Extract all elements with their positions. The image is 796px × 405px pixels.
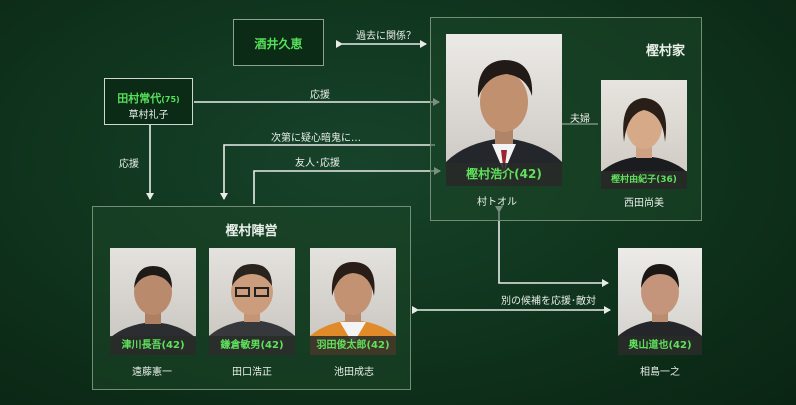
haneda-photo: 羽田俊太郎(42) xyxy=(310,248,396,355)
line-friend-support xyxy=(253,167,441,204)
yukiko-name: 樫村由紀子(36) xyxy=(601,171,687,189)
okuyama-name: 奥山道也(42) xyxy=(618,336,702,355)
yukiko-actor: 西田尚美 xyxy=(624,198,664,209)
relation-past: 過去に関係？ xyxy=(356,31,416,42)
tamura-name: 田村常代 xyxy=(117,92,162,105)
okuyama-photo: 奥山道也(42) xyxy=(618,248,702,355)
relation-friend: 友人･応援 xyxy=(295,158,340,169)
tsumura-name: 津川長吾(42) xyxy=(110,336,196,355)
relation-support-camp: 応援 xyxy=(119,159,139,170)
tsumura-photo: 津川長吾(42) xyxy=(110,248,196,355)
haneda-actor: 池田成志 xyxy=(334,367,374,378)
hiroshi-actor: 村トオル xyxy=(477,197,517,208)
hiroshi-name: 樫村浩介(42) xyxy=(446,163,562,186)
tsumura-actor: 遠藤憲一 xyxy=(132,367,172,378)
kamakura-name: 鎌倉敏男(42) xyxy=(209,336,295,355)
kamakura-photo: 鎌倉敏男(42) xyxy=(209,248,295,355)
okuyama-actor: 相島一之 xyxy=(640,367,680,378)
line-rival xyxy=(495,206,609,287)
tamura-age: (75) xyxy=(161,95,180,104)
kashimura-family-title: 樫村家 xyxy=(645,44,685,59)
sakai-box: 酒井久恵 xyxy=(233,19,324,66)
tamura-actor: 草村礼子 xyxy=(128,110,169,121)
yukiko-photo: 樫村由紀子(36) xyxy=(601,80,687,189)
relation-rival: 別の候補を応援･敵対 xyxy=(501,296,596,307)
haneda-name: 羽田俊太郎(42) xyxy=(310,336,396,355)
line-doubt xyxy=(220,144,435,200)
hiroshi-photo: 樫村浩介(42) xyxy=(446,34,562,186)
tamura-box: 田村常代(75) 草村礼子 xyxy=(104,78,193,125)
kamakura-actor: 田口浩正 xyxy=(232,367,272,378)
kashimura-camp-title: 樫村陣営 xyxy=(225,224,278,239)
relation-support-kashimura: 応援 xyxy=(310,90,330,101)
relation-couple: 夫婦 xyxy=(570,114,590,125)
relation-doubt: 次第に疑心暗鬼に… xyxy=(271,133,361,144)
sakai-name: 酒井久恵 xyxy=(254,37,303,51)
